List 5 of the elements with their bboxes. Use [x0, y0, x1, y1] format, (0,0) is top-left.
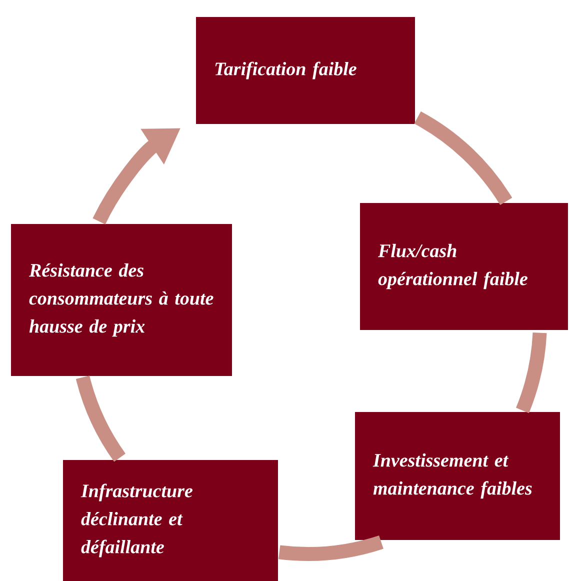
cycle-box: Infrastructure déclinante et défaillante [63, 460, 278, 581]
cycle-box: Résistance des consommateurs à toute hausse de prix [11, 224, 232, 376]
cycle-box: Flux/cash opérationnel faible [360, 203, 568, 330]
cycle-box: Tarification faible [196, 17, 415, 124]
cycle-box: Investissement et maintenance faibles [355, 412, 560, 540]
